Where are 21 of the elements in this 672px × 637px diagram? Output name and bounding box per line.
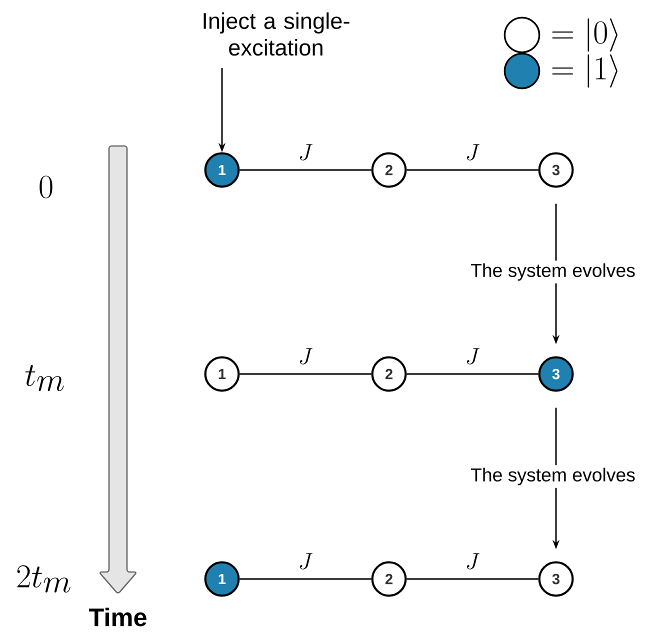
annotation-text: Inject a single-excitation [204, 12, 350, 56]
edge-label: The system evolves [468, 465, 638, 488]
coupling-line [240, 578, 372, 580]
legend-text: $= |0\rangle$ [552, 18, 618, 52]
legend-text: $= |1\rangle$ [552, 54, 618, 88]
edge-label: $J$ [300, 144, 312, 160]
edge-label: $J$ [467, 553, 480, 570]
time-label: $t_m$ [25, 365, 64, 392]
edge-label: $J$ [300, 553, 312, 570]
time-label: $2t_m$ [17, 565, 70, 593]
edge-label: $J$ [300, 348, 312, 364]
coupling-line [240, 169, 372, 171]
coupling-line [406, 578, 538, 580]
time-label: $0$ [40, 176, 52, 198]
edge-label: $J$ [467, 144, 480, 160]
coupling-line [406, 373, 538, 375]
edge-label: The system evolves [468, 260, 638, 284]
axis-title: Time [88, 608, 146, 626]
coupling-line [406, 169, 538, 171]
coupling-line [240, 373, 372, 375]
edge-label: $J$ [467, 348, 480, 364]
